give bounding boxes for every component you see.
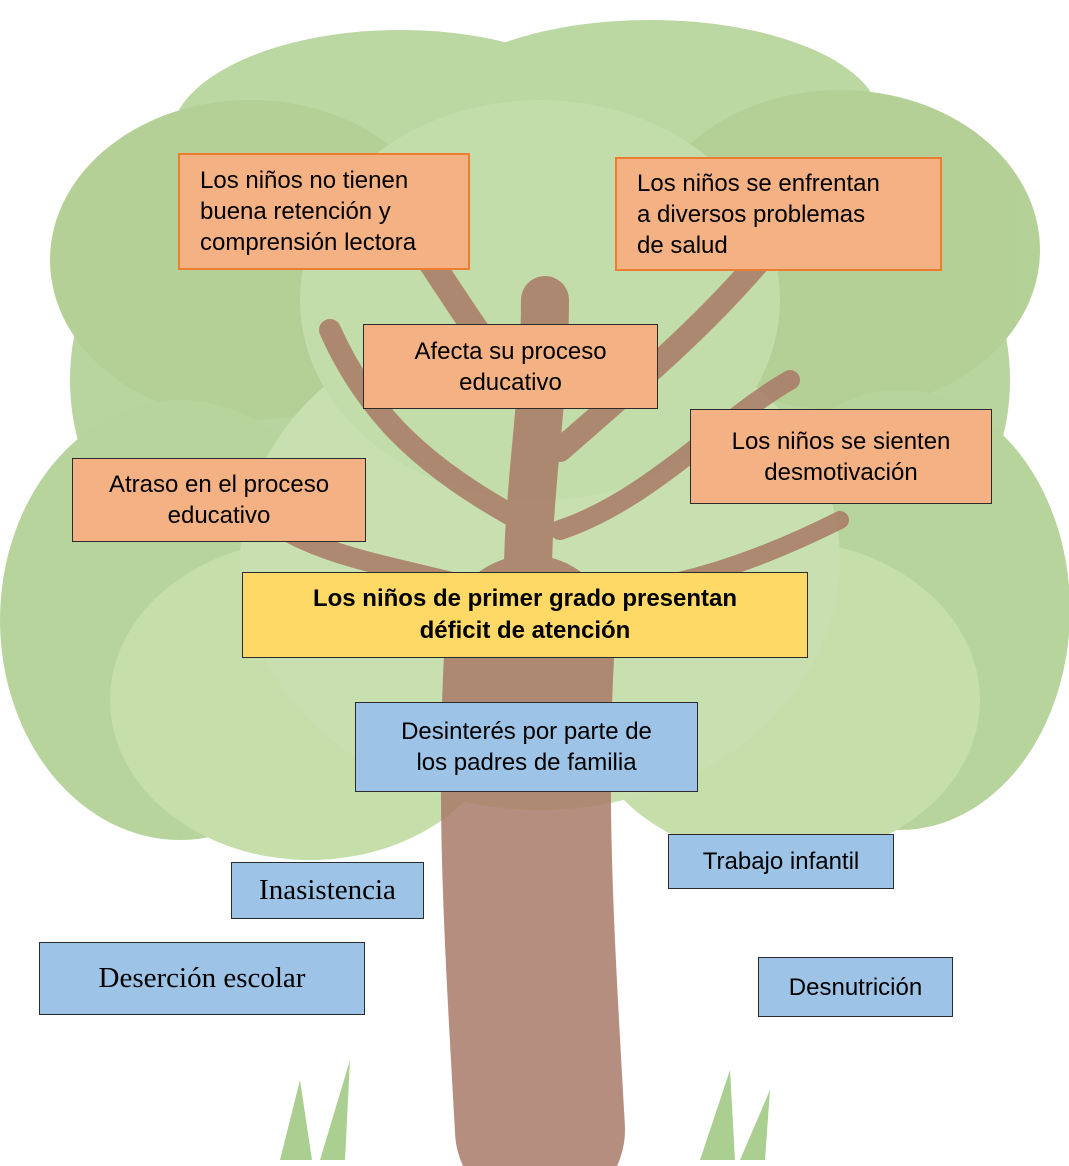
text-line: Los niños se sienten (731, 427, 951, 455)
text-line: buena retención y (200, 198, 391, 225)
text-line: Desinterés por parte de (401, 718, 652, 745)
text-line: Trabajo infantil (702, 848, 860, 875)
cause-desnutricion-box: Desnutrición (758, 957, 953, 1017)
effect-desmotivacion-box: Los niños se sienten desmotivación (690, 409, 992, 504)
text-line: Inasistencia (259, 874, 396, 906)
text-line: Deserción escolar (98, 962, 306, 994)
text-line: comprensión lectora (200, 229, 417, 256)
text-line: educativo (459, 368, 562, 396)
effect-proceso-box: Afecta su proceso educativo (363, 324, 658, 409)
grass-tuft (280, 1060, 770, 1160)
text-line: Los niños de primer grado presentan (312, 585, 738, 612)
effect-salud-box: Los niños se enfrentan a diversos problem… (615, 157, 942, 271)
central-problem-box: Los niños de primer grado presentan défic… (242, 572, 808, 658)
cause-inasistencia-box: Inasistencia (231, 862, 424, 919)
text-line: educativo (167, 502, 271, 529)
text-line: desmotivación (764, 458, 918, 486)
effect-retencion-box: Los niños no tienen buena retención y comp… (178, 153, 470, 270)
text-line: Desnutrición (788, 973, 923, 1001)
cause-desercion-box: Deserción escolar (39, 942, 365, 1015)
text-line: déficit de atención (419, 617, 631, 644)
text-line: Los niños se enfrentan (637, 169, 880, 197)
text-line: de salud (637, 231, 728, 259)
cause-desinteres-box: Desinterés por parte de los padres de fam… (355, 702, 698, 792)
effect-atraso-box: Atraso en el proceso educativo (72, 458, 366, 542)
text-line: a diversos problemas (637, 200, 866, 228)
text-line: Afecta su proceso (414, 337, 607, 365)
cause-trabajo-box: Trabajo infantil (668, 834, 894, 889)
text-line: los padres de familia (416, 749, 637, 776)
text-line: Los niños no tienen (200, 167, 409, 194)
text-line: Atraso en el proceso (108, 471, 330, 498)
